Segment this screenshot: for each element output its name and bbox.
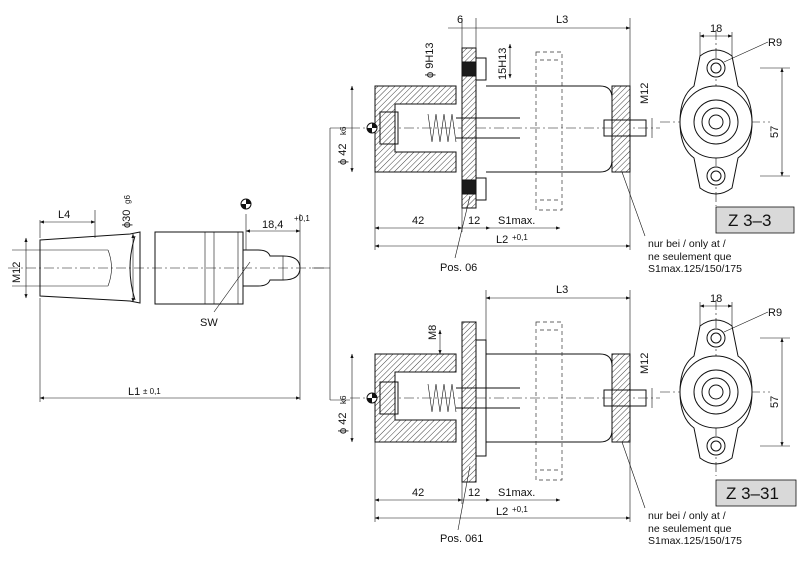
- bottom-assembly-section: L3 M8 M12 ϕ 42 k6 42 12 S1max. L2 +0,1 P…: [337, 284, 660, 545]
- dim-M8: M8: [427, 325, 439, 340]
- piston-rod-view: L4 ϕ30 g6 M12 18,4 +0,1 SW L1 ± 0,1: [8, 195, 325, 402]
- dim-12-top: 12: [468, 215, 480, 227]
- top-assembly-section: 6 L3 ϕ 9H13 15H13 M12 ϕ 42 k6 42 12 S1ma…: [337, 14, 660, 274]
- dim-M12-bottom: M12: [639, 353, 651, 374]
- dim-L2-bottom: L2: [496, 506, 508, 518]
- dim-L1-tol: ± 0,1: [143, 387, 161, 396]
- dim-d42-top: ϕ 42: [337, 144, 349, 165]
- dim-15: 15H13: [497, 48, 509, 80]
- note-top-line-2: ne seulement que: [648, 250, 732, 263]
- flange-57-top: 57: [769, 126, 781, 138]
- flange-18-bottom: 18: [710, 293, 722, 305]
- note-bottom: nur bei / only at / ne seulement que S1m…: [648, 510, 742, 548]
- label-SW: SW: [200, 317, 218, 329]
- dim-S1-bottom: S1max.: [498, 487, 535, 499]
- note-top-line-1: nur bei / only at /: [648, 238, 726, 250]
- dim-d42-bottom: ϕ 42: [337, 413, 349, 434]
- dim-L3-bottom: L3: [556, 284, 568, 296]
- dim-M12-rod: M12: [11, 262, 23, 283]
- pos-label-top: Pos. 06: [440, 262, 477, 274]
- dim-18-4: 18,4: [262, 219, 283, 231]
- dim-6: 6: [457, 14, 463, 26]
- note-top-line-3: S1max.125/150/175: [648, 263, 742, 275]
- bottom-flange-view: 18 R9 57 Z 3–31: [660, 293, 797, 507]
- note-bottom-line-2: ne seulement que: [648, 522, 732, 535]
- dim-L2-top: L2: [496, 234, 508, 246]
- dim-L4: L4: [58, 209, 70, 221]
- dim-L2-tol-top: +0,1: [512, 233, 528, 242]
- dim-d42-tol-bottom: k6: [339, 395, 348, 404]
- note-bottom-line-3: S1max.125/150/175: [648, 535, 742, 547]
- flange-R9-bottom: R9: [768, 307, 782, 319]
- dim-L1: L1: [128, 386, 140, 398]
- dim-d9: ϕ 9H13: [424, 42, 436, 78]
- model-tag-top: Z 3–3: [728, 211, 771, 230]
- dim-42-top: 42: [412, 215, 424, 227]
- note-bottom-line-1: nur bei / only at /: [648, 510, 726, 522]
- dim-12-bottom: 12: [468, 487, 480, 499]
- dim-d30-tol: g6: [123, 195, 132, 204]
- dim-S1-top: S1max.: [498, 215, 535, 227]
- dim-L3-top: L3: [556, 14, 568, 26]
- dim-M12-top: M12: [639, 83, 651, 104]
- dim-18-4-tol: +0,1: [294, 214, 310, 223]
- dim-d30: ϕ30: [121, 210, 133, 228]
- flange-57-bottom: 57: [769, 396, 781, 408]
- pos-label-bottom: Pos. 061: [440, 533, 483, 545]
- model-tag-bottom: Z 3–31: [726, 484, 779, 503]
- top-flange-view: 18 R9 57 Z 3–3: [660, 23, 795, 234]
- view-bracket: [312, 127, 350, 401]
- dim-L2-tol-bottom: +0,1: [512, 505, 528, 514]
- dim-42-bottom: 42: [412, 487, 424, 499]
- flange-R9-top: R9: [768, 37, 782, 49]
- flange-18-top: 18: [710, 23, 722, 35]
- note-top: nur bei / only at / ne seulement que S1m…: [648, 238, 742, 276]
- dim-d42-tol-top: k6: [339, 126, 348, 135]
